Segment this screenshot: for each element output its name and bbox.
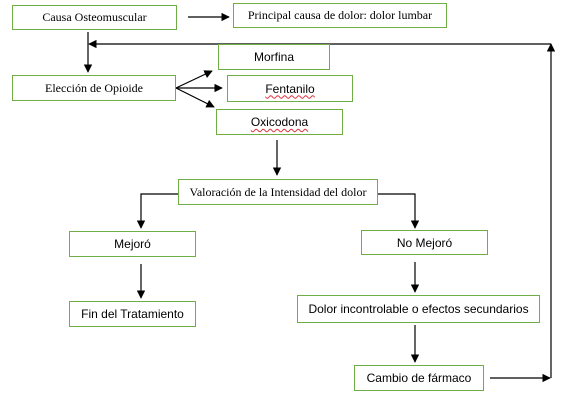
node-fin-tratamiento: Fin del Tratamiento <box>69 301 196 327</box>
node-valoracion-intensidad: Valoración de la Intensidad del dolor <box>178 179 378 205</box>
node-principal-causa: Principal causa de dolor: dolor lumbar <box>233 3 447 28</box>
node-no-mejoro: No Mejoró <box>361 230 488 255</box>
node-label: Principal causa de dolor: dolor lumbar <box>247 8 433 22</box>
node-dolor-incontrolable: Dolor incontrolable o efectos secundario… <box>297 295 540 323</box>
node-label: Elección de Opioide <box>45 80 143 95</box>
node-fentanilo: Fentanilo <box>227 75 353 102</box>
arrow-eleccion-to-morfina <box>175 70 213 89</box>
arrow-valoracion-to-no-mejoro <box>378 193 420 229</box>
node-causa-osteomuscular: Causa Osteomuscular <box>12 5 177 30</box>
node-morfina: Morfina <box>218 44 330 70</box>
node-label: Causa Osteomuscular <box>42 10 147 24</box>
node-label: Dolor incontrolable o efectos secundario… <box>308 302 529 316</box>
node-label: Morfina <box>253 50 294 64</box>
node-label: Valoración de la Intensidad del dolor <box>189 184 367 199</box>
node-label: Fin del Tratamiento <box>81 307 184 321</box>
arrow-eleccion-to-oxicodona <box>175 87 215 108</box>
node-cambio-farmaco: Cambio de fármaco <box>354 365 484 391</box>
node-label: No Mejoró <box>396 235 453 250</box>
node-eleccion-opioide: Elección de Opioide <box>12 75 176 101</box>
node-label: Oxicodona <box>250 115 309 129</box>
node-oxicodona: Oxicodona <box>216 109 343 135</box>
node-label: Fentanilo <box>265 81 315 96</box>
node-label: Cambio de fármaco <box>366 371 472 385</box>
node-label: Mejoró <box>114 237 151 251</box>
arrow-valoracion-to-mejoro <box>136 193 178 229</box>
node-mejoro: Mejoró <box>69 231 196 257</box>
